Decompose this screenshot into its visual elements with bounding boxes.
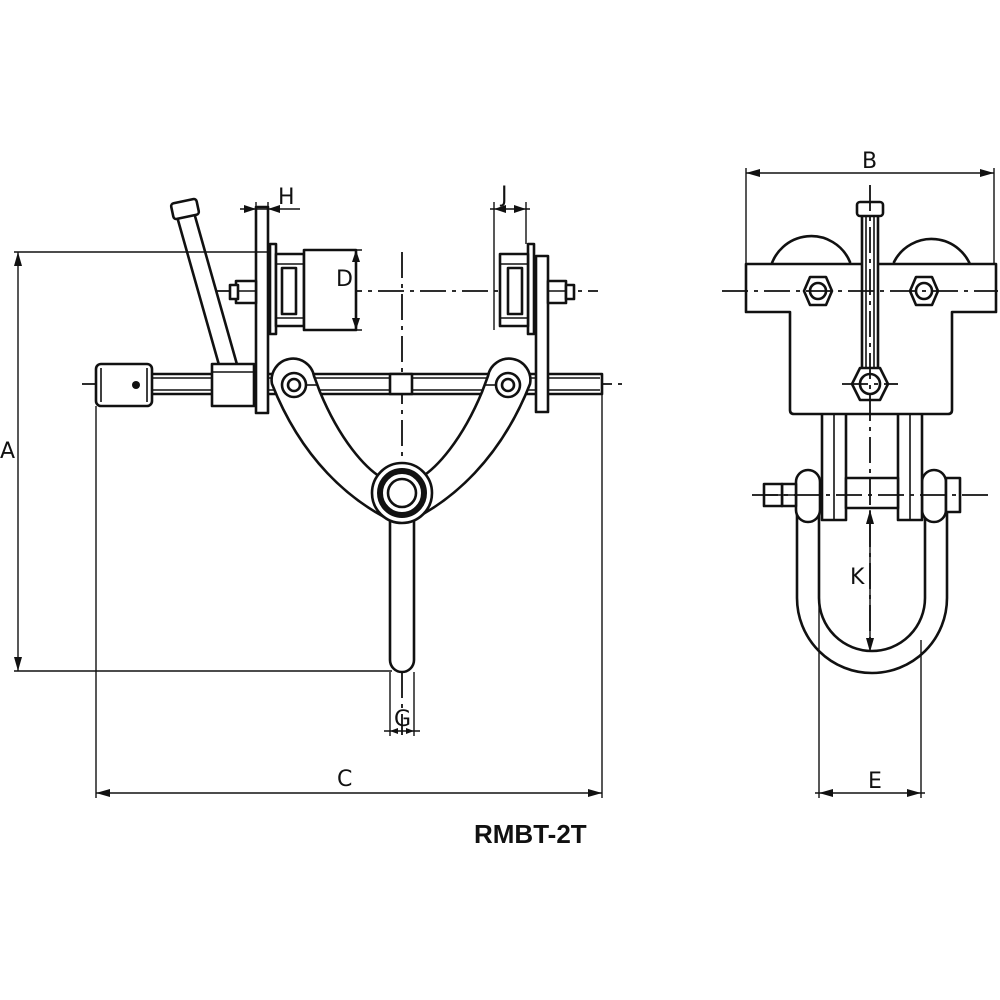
load-bar	[388, 503, 416, 674]
dimension-k	[866, 510, 874, 652]
dim-label-e: E	[868, 769, 882, 794]
dimension-c	[95, 394, 603, 798]
left-side-plate	[228, 205, 270, 415]
dimension-h	[240, 202, 300, 215]
yoke-arms	[270, 357, 532, 522]
dim-label-k: K	[850, 565, 865, 590]
dim-label-c: C	[337, 767, 352, 792]
left-wheel	[268, 242, 358, 336]
dimension-d	[304, 249, 362, 331]
dimension-e	[815, 598, 925, 798]
adjusting-knob	[94, 362, 154, 408]
dim-label-a: A	[0, 439, 15, 464]
dim-label-d: D	[336, 267, 353, 292]
model-title: RMBT-2T	[474, 819, 587, 849]
suspension-plates	[820, 410, 924, 522]
right-wheel	[498, 242, 536, 336]
dim-label-h: H	[278, 185, 295, 210]
dimension-g	[384, 672, 420, 736]
right-pivot-pin	[484, 371, 522, 399]
dimension-a	[14, 251, 392, 672]
side-view: B K E	[722, 149, 998, 798]
locking-lever	[169, 197, 256, 408]
dim-label-j: J	[499, 183, 508, 208]
dimension-b	[745, 168, 995, 264]
right-side-plate	[534, 254, 576, 414]
dim-label-g: G	[394, 707, 411, 732]
dimension-j	[490, 202, 530, 330]
center-hub	[370, 461, 434, 525]
dim-label-b: B	[862, 149, 877, 174]
left-pivot-pin	[280, 371, 318, 399]
front-view: A H J D	[0, 183, 628, 798]
